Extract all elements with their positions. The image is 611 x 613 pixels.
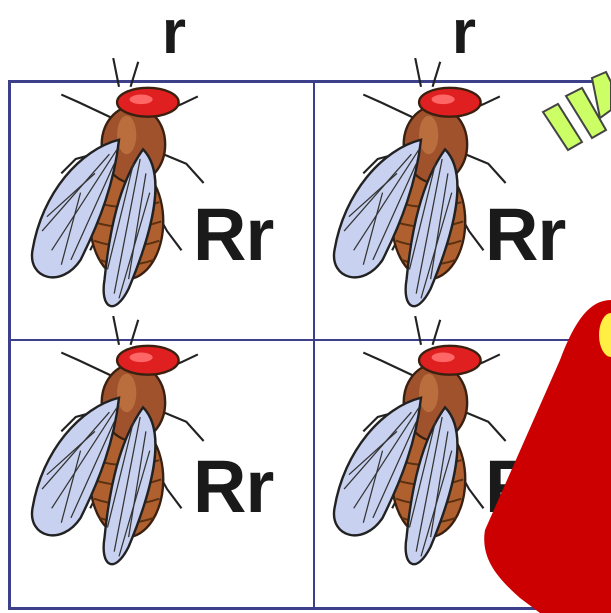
punnett-cell-bottom-right: R	[313, 341, 611, 597]
genotype-label: Rr	[193, 195, 273, 275]
fly-icon	[19, 58, 219, 308]
column-header-2: r	[424, 0, 504, 66]
genotype-label: Rr	[485, 195, 565, 275]
fly-icon	[321, 316, 521, 566]
punnett-cell-top-left: Rr	[11, 83, 311, 339]
punnett-cell-bottom-left: Rr	[11, 341, 311, 597]
column-header-1: r	[134, 0, 214, 66]
punnett-square: Rr Rr Rr R	[8, 80, 611, 610]
genotype-label: Rr	[193, 447, 273, 527]
genotype-label: R	[485, 447, 537, 527]
fly-icon	[19, 316, 219, 566]
punnett-cell-top-right: Rr	[313, 83, 611, 339]
